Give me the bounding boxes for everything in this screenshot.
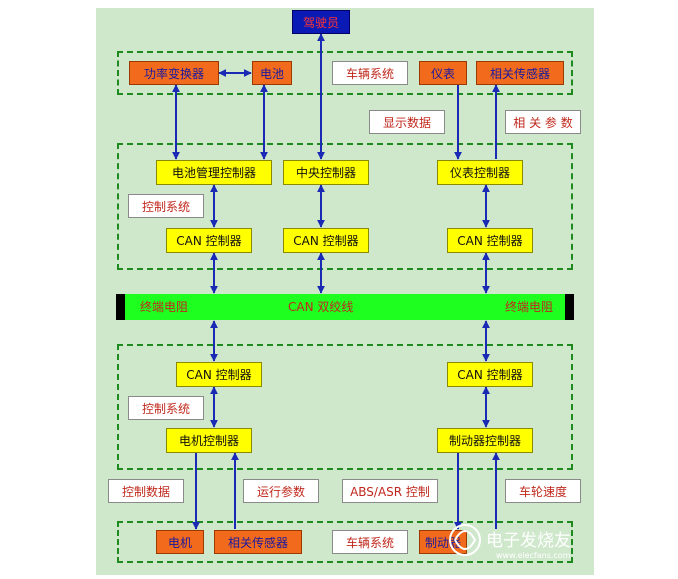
- motor-controller-box: 电机控制器: [166, 428, 252, 453]
- watermark-url: www.elecfans.com: [496, 551, 571, 560]
- vehicle-system-top-label: 车辆系统: [332, 61, 408, 85]
- can-controller-1-box: CAN 控制器: [166, 228, 252, 253]
- can-bus-bar: [116, 294, 574, 320]
- frame-bottom-group: [117, 521, 573, 563]
- display-data-label: 显示数据: [369, 110, 445, 134]
- bus-center-label: CAN 双绞线: [288, 300, 354, 314]
- related-sensors-bottom-box: 相关传感器: [214, 530, 302, 554]
- bus-right-terminator: 终端电阻: [505, 300, 554, 314]
- frame-upper-group: [117, 143, 573, 270]
- frame-top-group: [117, 51, 573, 95]
- control-system-lower-label: 控制系统: [128, 396, 204, 420]
- watermark-title: 电子发烧友: [486, 531, 571, 551]
- abs-asr-label: ABS/ASR 控制: [342, 479, 438, 503]
- battery-box: 电池: [252, 61, 292, 85]
- driver-box: 驾驶员: [292, 10, 350, 34]
- power-converter-box: 功率变换器: [129, 61, 219, 85]
- instrument-box: 仪表: [419, 61, 467, 85]
- related-params-label: 相 关 参 数: [505, 110, 581, 134]
- run-params-label: 运行参数: [243, 479, 319, 503]
- watermark-logo-icon: [449, 524, 481, 556]
- wheel-speed-label: 车轮速度: [505, 479, 581, 503]
- frame-lower-group: [117, 344, 573, 470]
- central-controller-box: 中央控制器: [283, 160, 369, 185]
- can-controller-right-box: CAN 控制器: [447, 362, 533, 387]
- brake-controller-box: 制动器控制器: [437, 428, 533, 453]
- related-sensors-top-box: 相关传感器: [476, 61, 564, 85]
- can-controller-left-box: CAN 控制器: [176, 362, 262, 387]
- control-system-upper-label: 控制系统: [128, 194, 204, 218]
- can-controller-3-box: CAN 控制器: [447, 228, 533, 253]
- bms-controller-box: 电池管理控制器: [156, 160, 272, 185]
- control-data-label: 控制数据: [108, 479, 184, 503]
- instrument-controller-box: 仪表控制器: [437, 160, 523, 185]
- can-controller-2-box: CAN 控制器: [283, 228, 369, 253]
- vehicle-system-bottom-label: 车辆系统: [332, 530, 408, 554]
- bus-left-terminator: 终端电阻: [140, 300, 189, 314]
- motor-box: 电机: [156, 530, 204, 554]
